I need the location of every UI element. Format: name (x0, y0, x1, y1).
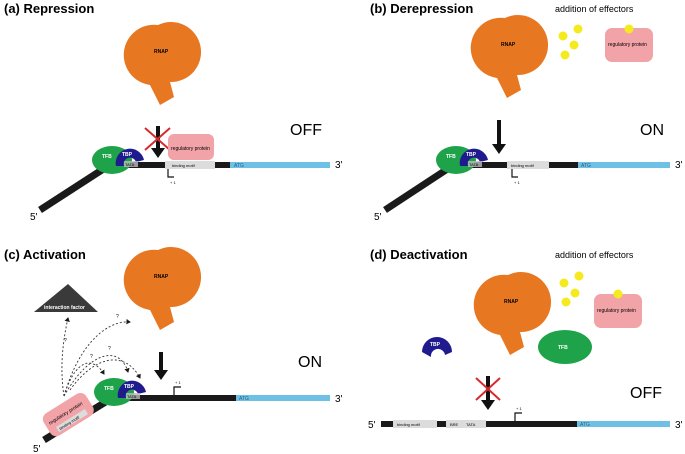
five-prime: 5' (374, 212, 382, 223)
panel-deactivation: (d) Deactivation addition of effectors r… (368, 247, 683, 431)
atg-label: ATG (239, 396, 249, 402)
rnap: RNAP (470, 15, 549, 98)
regulatory-protein-label: regulatory protein (171, 146, 210, 152)
coding-region (577, 421, 670, 427)
effector-molecules (559, 271, 584, 307)
tfb (538, 330, 592, 364)
rnap: RNAP (123, 247, 202, 330)
rnap-label: RNAP (504, 299, 519, 305)
regulatory-protein-label: regulatory protein (608, 42, 647, 48)
tbp-label: TBP (430, 342, 441, 348)
tfb-label: TFB (104, 386, 114, 392)
rnap-label: RNAP (154, 274, 169, 280)
three-prime: 3' (675, 160, 683, 171)
tata-box (124, 161, 138, 167)
binding-motif-label: binding motif (397, 422, 421, 427)
plus-one-label: + 1 (175, 380, 181, 385)
five-prime: 5' (368, 420, 376, 431)
tata-label: TATA (466, 422, 476, 427)
regulatory-protein (168, 134, 214, 160)
tbp (422, 337, 452, 357)
panel-c-title: (c) Activation (4, 247, 86, 262)
binding-motif-label: binding motif (511, 163, 535, 168)
three-prime: 3' (675, 420, 683, 431)
binding-motif (165, 161, 215, 169)
transcription-start-arrow-icon (173, 386, 181, 395)
tbp-label: TBP (466, 152, 477, 158)
atg-label: ATG (581, 163, 591, 169)
coding-region (230, 162, 330, 168)
question-mark: ? (108, 346, 111, 352)
coding-region (236, 395, 330, 401)
panel-derepression: (b) Derepression addition of effectors R… (370, 1, 683, 223)
tfb-label: TFB (102, 154, 112, 160)
five-prime: 5' (33, 444, 41, 454)
atg-label: ATG (580, 422, 590, 428)
tbp-label: TBP (124, 384, 135, 390)
inhibition-cross-icon (144, 127, 171, 151)
binding-motif (507, 161, 549, 169)
effector-molecules (558, 24, 583, 60)
rnap: RNAP (473, 272, 552, 355)
bre-tata-region (446, 420, 486, 428)
state-on: ON (640, 122, 664, 139)
regulatory-protein-label: regulatory protein (597, 308, 636, 314)
rnap-label: RNAP (154, 49, 169, 55)
rnap: RNAP (123, 22, 202, 105)
panel-b-title: (b) Derepression (370, 1, 473, 16)
transcription-start-arrow-icon (167, 169, 174, 178)
question-mark: ? (90, 354, 93, 360)
state-on: ON (298, 354, 322, 371)
transcription-start-arrow-icon (511, 169, 518, 178)
coding-region (578, 162, 670, 168)
panel-a-title: (a) Repression (4, 1, 94, 16)
interaction-factor-label: interaction factor (44, 305, 85, 311)
three-prime: 3' (335, 394, 343, 405)
panel-d-title: (d) Deactivation (370, 247, 468, 262)
effectors-label: addition of effectors (555, 4, 634, 14)
three-prime: 3' (335, 160, 343, 171)
question-mark: ? (64, 338, 67, 344)
interaction-factor (34, 284, 98, 312)
five-prime: 5' (30, 212, 38, 223)
tata-box (126, 393, 140, 399)
inhibition-cross-icon (475, 377, 501, 401)
regulatory-protein (605, 28, 653, 62)
state-off: OFF (630, 385, 662, 402)
state-off: OFF (290, 122, 322, 139)
binding-motif-label: binding motif (172, 163, 196, 168)
regulatory-protein: regulatory protein binding motif (42, 392, 94, 437)
tata-box (468, 161, 482, 167)
tata-label: TATA (469, 162, 479, 167)
tfb-label: TFB (558, 345, 568, 351)
plus-one-label: + 1 (170, 180, 176, 185)
panel-activation: (c) Activation interaction factor RNAP ?… (4, 247, 343, 454)
tata-label: TATA (127, 394, 137, 399)
rnap-label: RNAP (501, 42, 516, 48)
tbp-label: TBP (122, 152, 133, 158)
plus-one-label: + 1 (516, 406, 522, 411)
tfb-label: TFB (446, 154, 456, 160)
regulatory-protein (594, 294, 642, 328)
effectors-label: addition of effectors (555, 250, 634, 260)
dna-upstream (38, 163, 110, 213)
tata-label: TATA (125, 162, 135, 167)
bre-label: BRE (450, 422, 459, 427)
atg-label: ATG (234, 163, 244, 169)
dna-strand (108, 395, 236, 401)
binding-motif (393, 420, 437, 428)
question-mark: ? (116, 314, 119, 320)
transcription-start-arrow-icon (514, 412, 522, 421)
plus-one-label: + 1 (514, 180, 520, 185)
interaction-arrows (61, 317, 141, 397)
dna-upstream (383, 163, 454, 213)
panel-repression: (a) Repression RNAP binding motif ATG 5'… (4, 1, 343, 223)
